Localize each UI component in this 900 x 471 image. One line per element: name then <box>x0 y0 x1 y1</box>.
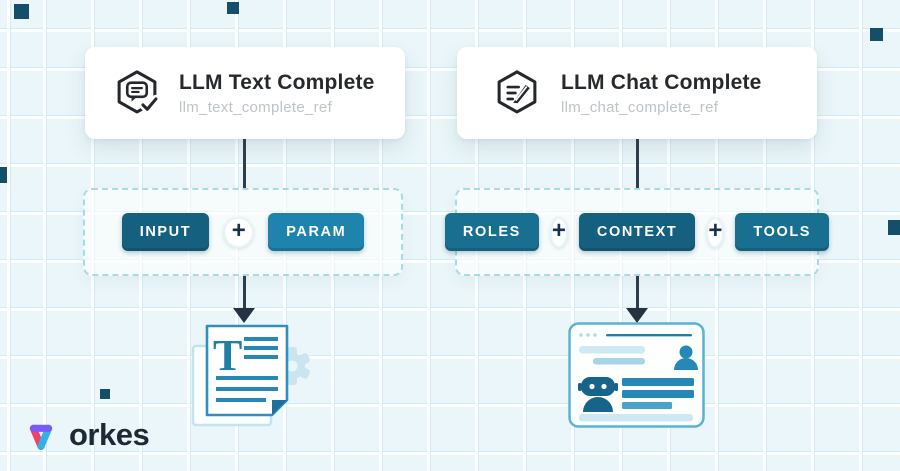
orkes-logo: orkes <box>22 416 150 454</box>
orkes-logo-mark-icon <box>22 416 60 454</box>
grid-accent-square <box>0 167 7 183</box>
grid-accent-square <box>870 28 883 41</box>
hexagon-chat-check-icon <box>111 67 163 119</box>
hexagon-document-edit-icon <box>491 67 543 119</box>
plus-icon: + <box>223 216 255 248</box>
connector-line <box>242 139 246 188</box>
grid-accent-square <box>227 2 239 14</box>
node-ref-name: llm_chat_complete_ref <box>561 98 719 116</box>
connector-line <box>635 276 639 310</box>
connector-line <box>635 139 639 188</box>
roles-chip[interactable]: ROLES <box>444 213 539 251</box>
plus-icon: + <box>549 216 568 248</box>
param-chip[interactable]: PARAM <box>268 213 365 251</box>
input-chip[interactable]: INPUT <box>121 213 210 251</box>
connector-line <box>242 276 246 310</box>
node-title: LLM Chat Complete <box>561 70 762 94</box>
grid-accent-square <box>888 220 900 235</box>
chat-conversation-window-icon <box>568 322 705 428</box>
tools-chip[interactable]: TOOLS <box>735 213 830 251</box>
arrowhead-down-icon <box>233 308 255 323</box>
node-card-llm-text-complete[interactable]: LLM Text Complete llm_text_complete_ref <box>85 47 405 139</box>
text-complete-params-group: INPUT + PARAM <box>83 188 403 276</box>
grid-accent-square <box>100 389 110 399</box>
orkes-logo-text: orkes <box>69 417 150 452</box>
context-chip[interactable]: CONTEXT <box>578 213 696 251</box>
node-title: LLM Text Complete <box>179 70 375 94</box>
svg-text:T: T <box>213 331 242 380</box>
chat-complete-params-group: ROLES + CONTEXT + TOOLS <box>444 188 830 276</box>
grid-accent-square <box>14 4 29 19</box>
text-document-gear-icon: T <box>186 320 316 428</box>
node-ref-name: llm_text_complete_ref <box>179 98 333 116</box>
plus-icon: + <box>706 216 725 248</box>
arrowhead-down-icon <box>626 308 648 323</box>
node-card-llm-chat-complete[interactable]: LLM Chat Complete llm_chat_complete_ref <box>457 47 817 139</box>
